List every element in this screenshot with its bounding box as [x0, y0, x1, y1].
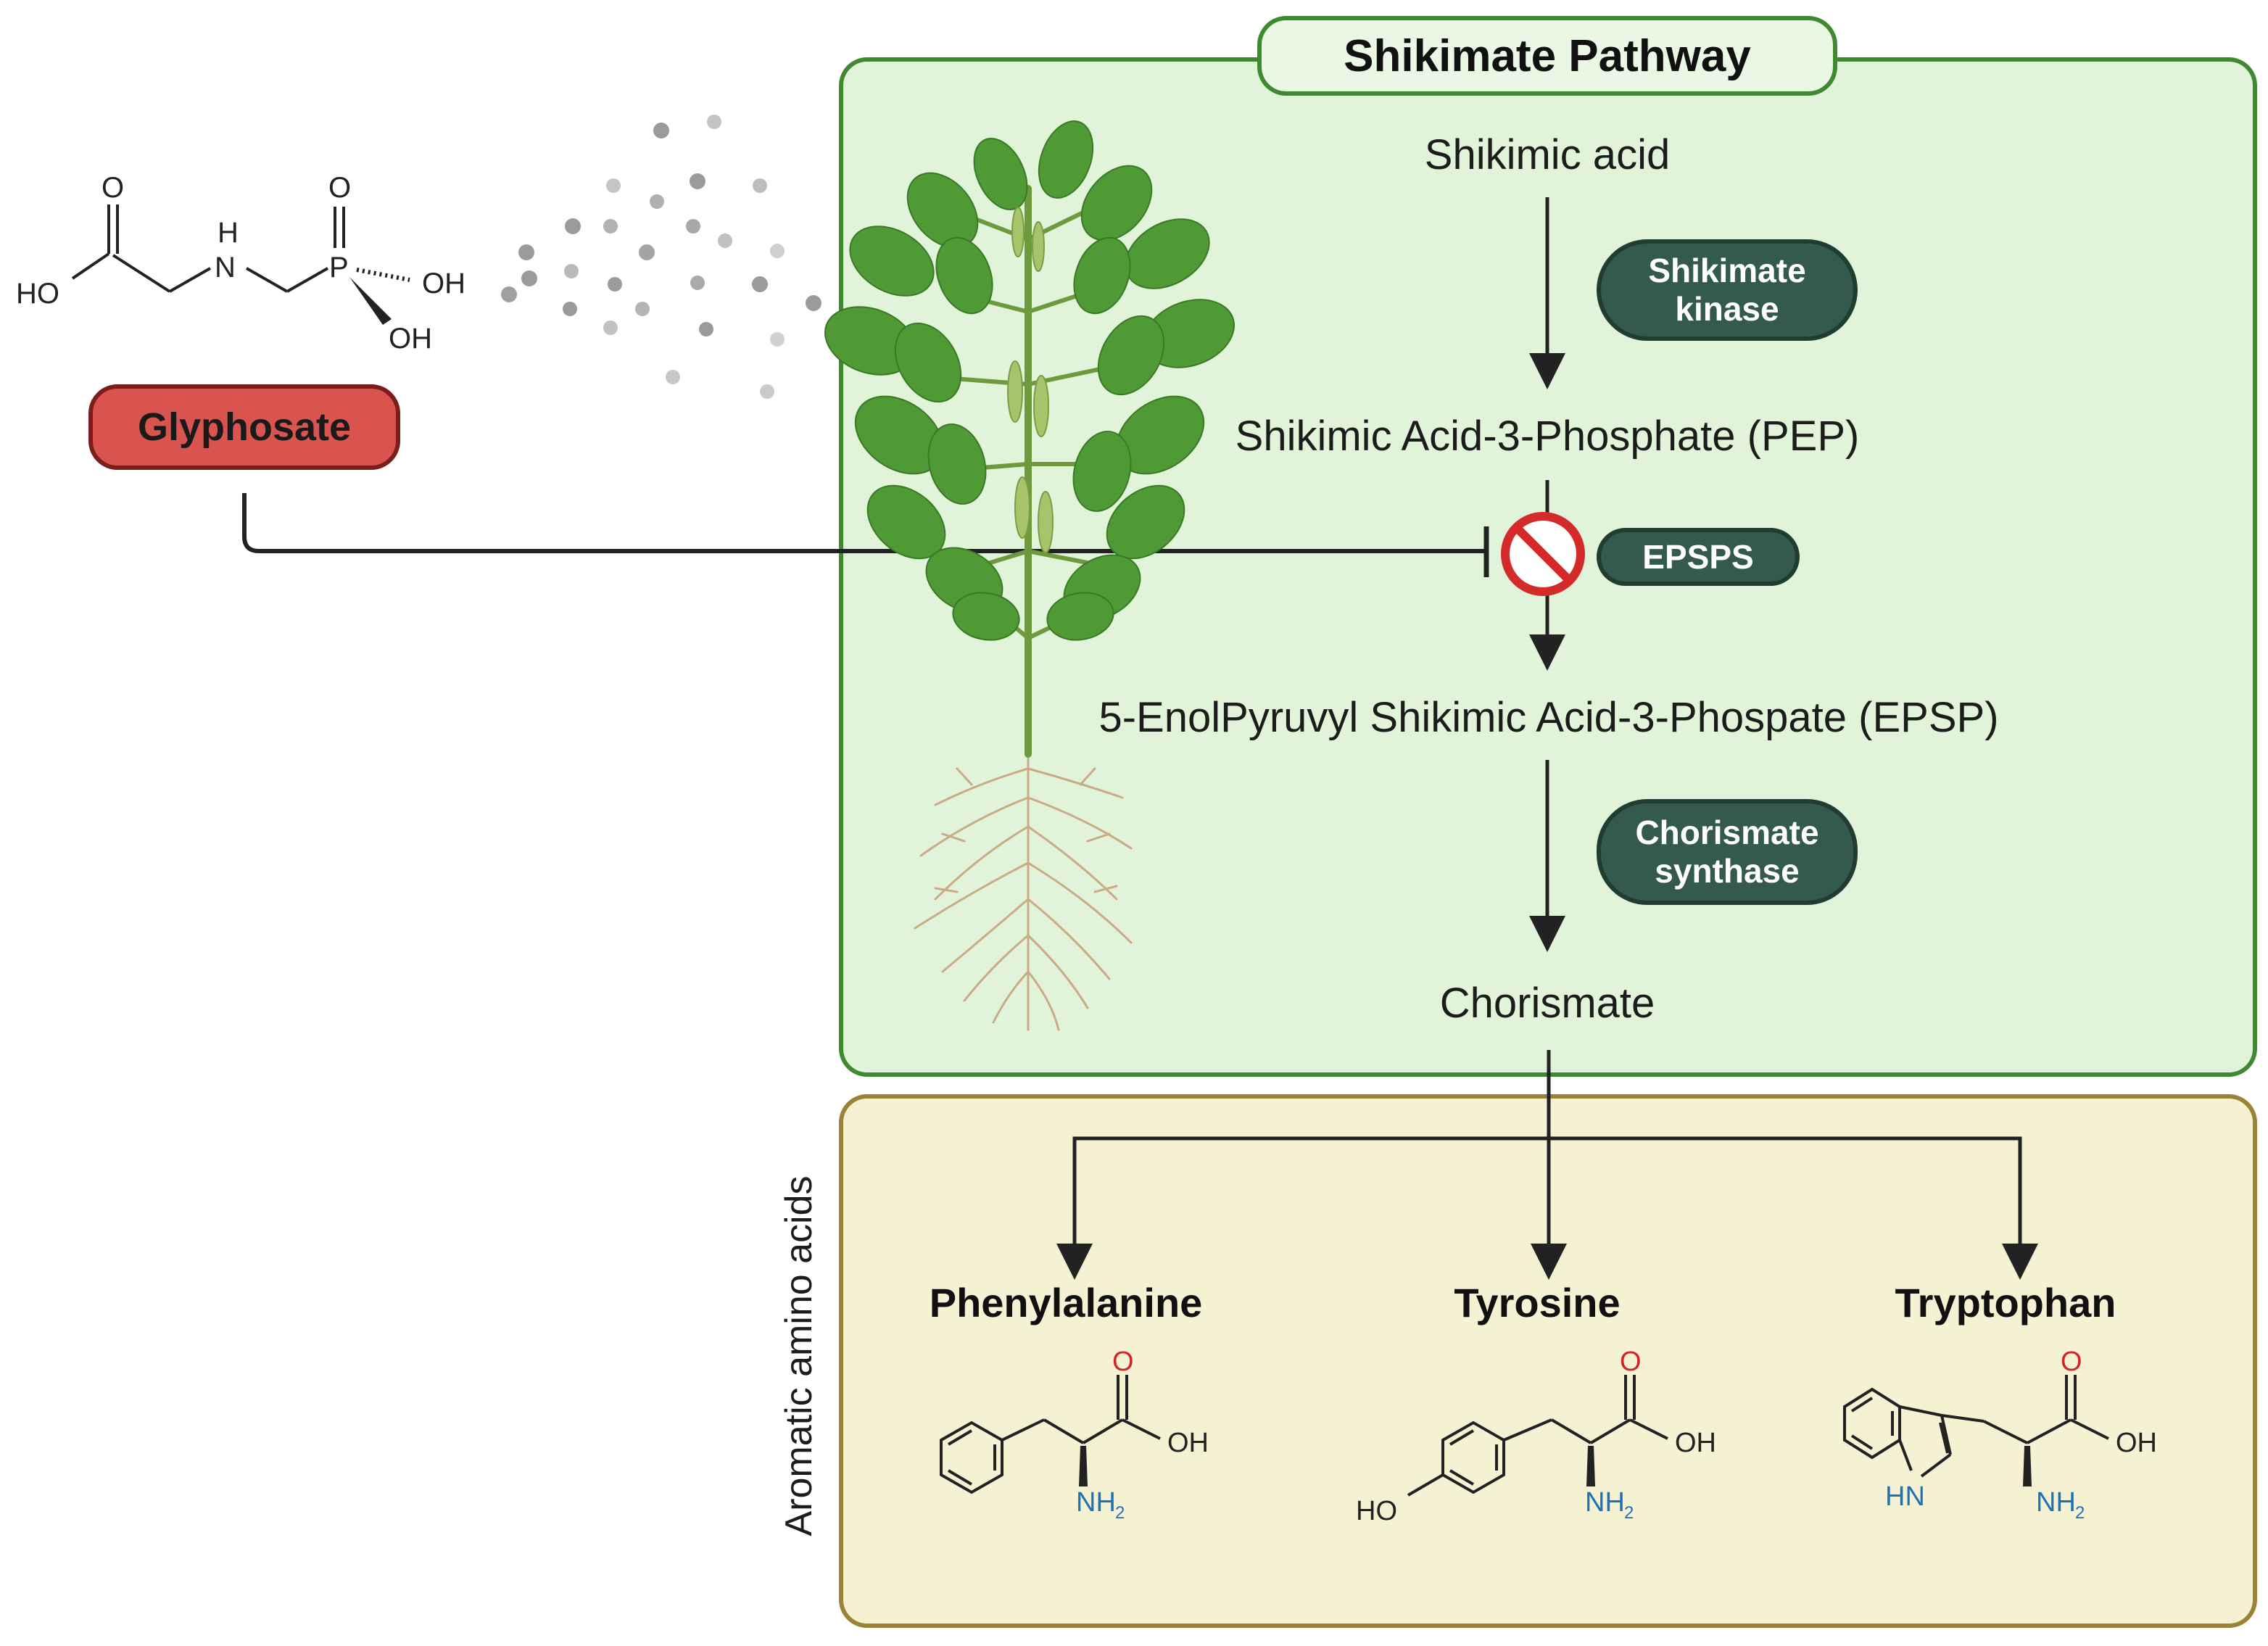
plant-shoot	[824, 120, 1235, 758]
step-shikimic-acid: Shikimic acid	[1424, 131, 1671, 178]
aromatic-amino-acids-label: Aromatic amino acids	[778, 1175, 820, 1537]
plant-roots	[914, 745, 1133, 1031]
svg-text:HO: HO	[1356, 1496, 1397, 1526]
svg-text:NH: NH	[1585, 1487, 1625, 1518]
inhibition-icon	[1501, 512, 1585, 596]
enzyme-shikimate-kinase-label: Shikimate kinase	[1648, 252, 1806, 328]
svg-text:OH: OH	[1675, 1428, 1716, 1458]
svg-text:OH: OH	[422, 268, 465, 299]
tryptophan-atoms: O OH HN NH 2	[1885, 1347, 2157, 1523]
branch-right	[1549, 1136, 2038, 1280]
svg-text:P: P	[329, 252, 349, 284]
step-chorismate: Chorismate	[1439, 980, 1655, 1027]
svg-text:H: H	[218, 217, 239, 249]
svg-text:HN: HN	[1885, 1481, 1925, 1512]
svg-text:N: N	[215, 252, 236, 284]
svg-text:2: 2	[1115, 1503, 1125, 1523]
amino-acid-tyrosine: Tyrosine	[1454, 1280, 1621, 1326]
enzyme-epsps: EPSPS	[1597, 528, 1800, 586]
glyphosate-atoms: O HO H N O P OH OH	[16, 172, 465, 355]
svg-text:NH: NH	[2036, 1487, 2076, 1518]
svg-text:O: O	[2061, 1347, 2082, 1377]
enzyme-chorismate-synthase: Chorismate synthase	[1597, 799, 1858, 905]
svg-text:2: 2	[2075, 1503, 2085, 1523]
svg-text:O: O	[1620, 1347, 1642, 1377]
branch-left	[1056, 1136, 1549, 1280]
inhibition-line	[242, 493, 1486, 553]
phenylalanine-atoms: O OH NH 2	[1076, 1347, 1209, 1523]
glyphosate-structure	[71, 204, 410, 325]
step-epsp: 5-EnolPyruvyl Shikimic Acid-3-Phospate (…	[1098, 694, 1999, 741]
svg-text:2: 2	[1624, 1503, 1634, 1523]
svg-text:OH: OH	[1167, 1428, 1209, 1458]
tryptophan-structure	[1843, 1375, 2109, 1486]
enzyme-epsps-label: EPSPS	[1642, 537, 1754, 576]
amino-acid-tryptophan: Tryptophan	[1895, 1280, 2116, 1326]
amino-acid-phenylalanine: Phenylalanine	[929, 1280, 1203, 1326]
step-shikimic-acid-3-phosphate: Shikimic Acid-3-Phosphate (PEP)	[1235, 413, 1860, 460]
pathway-title: Shikimate Pathway	[1257, 16, 1837, 96]
svg-text:OH: OH	[2116, 1428, 2157, 1458]
tyrosine-atoms: O OH HO NH 2	[1356, 1347, 1716, 1526]
svg-text:O: O	[102, 172, 124, 204]
svg-text:NH: NH	[1076, 1487, 1116, 1518]
svg-text:O: O	[1112, 1347, 1134, 1377]
svg-text:O: O	[328, 172, 351, 204]
tyrosine-structure	[1407, 1375, 1668, 1497]
phenylalanine-structure	[940, 1375, 1161, 1494]
enzyme-shikimate-kinase: Shikimate kinase	[1597, 239, 1858, 341]
enzyme-chorismate-synthase-label: Chorismate synthase	[1635, 814, 1819, 890]
glyphosate-label: Glyphosate	[88, 384, 400, 470]
svg-text:OH: OH	[389, 323, 432, 355]
svg-text:HO: HO	[16, 278, 59, 310]
spray-droplets	[501, 115, 821, 399]
